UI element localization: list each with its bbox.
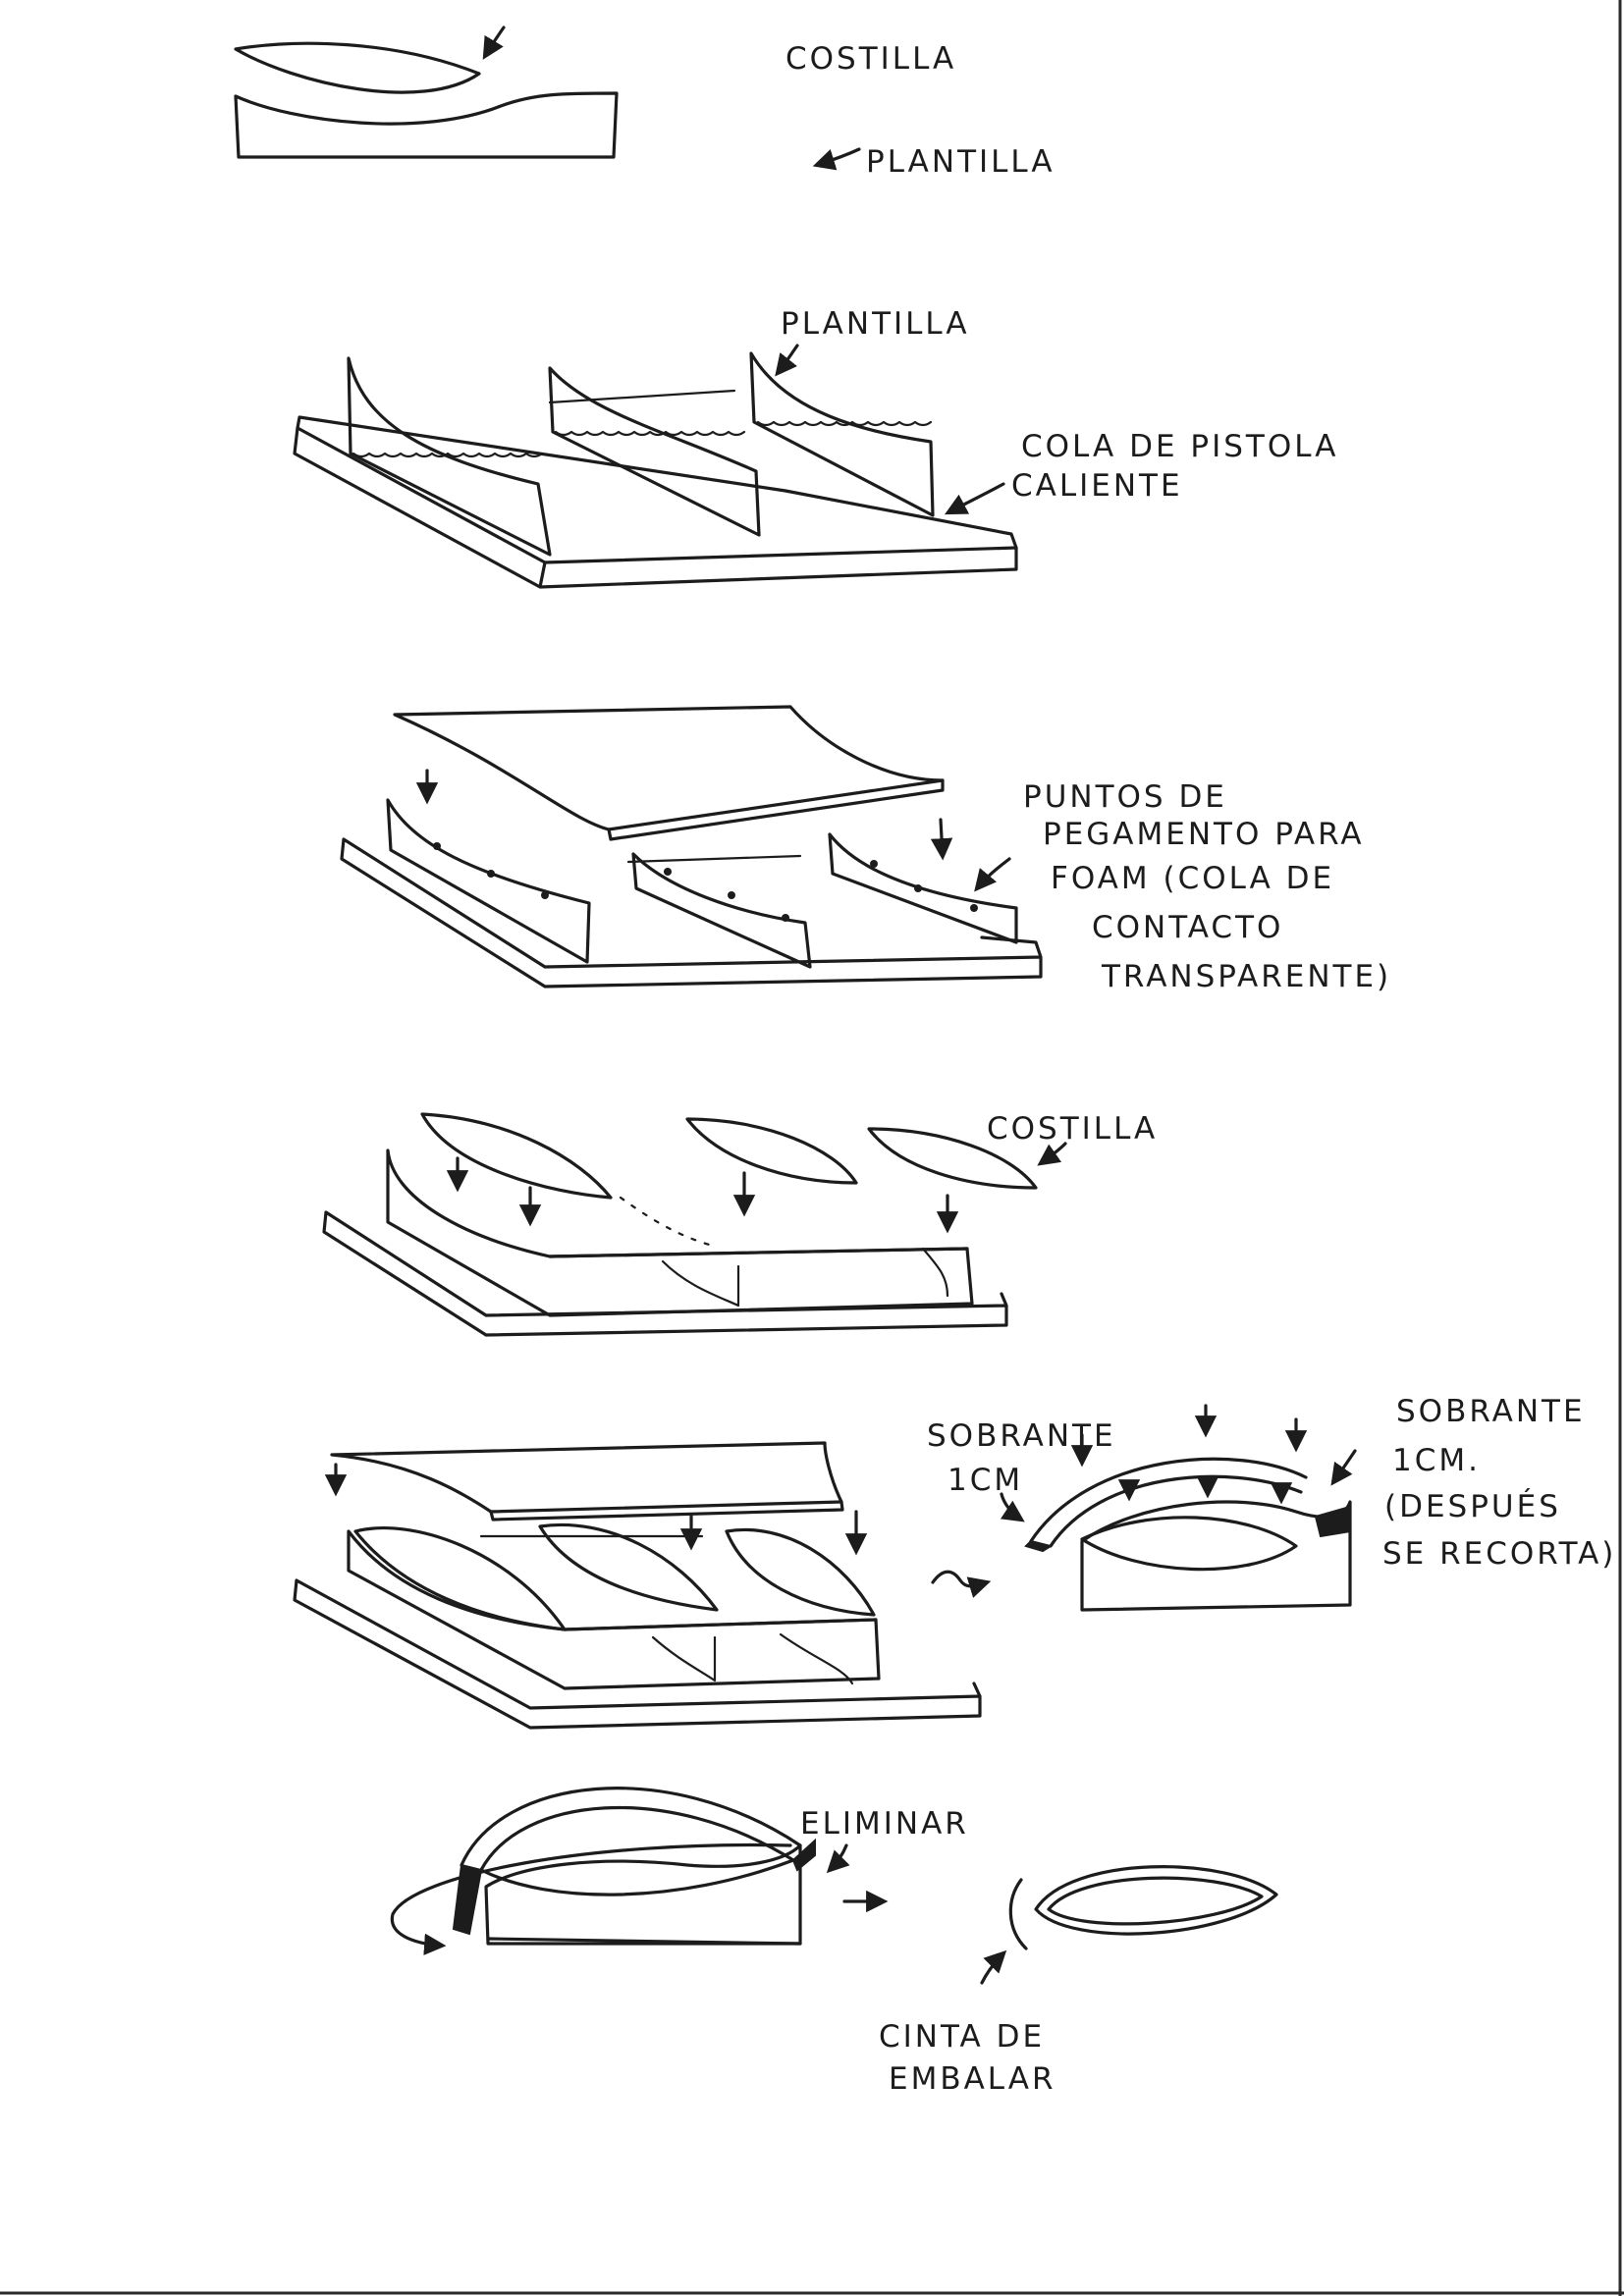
foam-sheet bbox=[393, 705, 945, 831]
base-board-3 bbox=[322, 1210, 1008, 1337]
label-eliminar: ELIMINAR bbox=[800, 1806, 969, 1842]
label-puntos-2: PEGAMENTO PARA bbox=[1043, 817, 1365, 852]
arrow-to-tape bbox=[980, 1949, 1007, 1985]
label-sobrante-right-1: SOBRANTE bbox=[1396, 1394, 1586, 1429]
step-4-ribs-placed: COSTILLA bbox=[322, 1111, 1158, 1337]
arrow-to-plantilla-2 bbox=[775, 344, 799, 377]
section-arrow-right-excess bbox=[1330, 1449, 1357, 1486]
glue-bead-middle bbox=[554, 430, 746, 437]
label-costilla: COSTILLA bbox=[785, 41, 956, 77]
label-sobrante-right-4: SE RECORTA) bbox=[1382, 1536, 1616, 1572]
label-cinta-1: CINTA DE bbox=[879, 2019, 1045, 2055]
step-3-foam-sheet: PUNTOS DE PEGAMENTO PARA FOAM (COLA DE C… bbox=[340, 705, 1391, 994]
glue-dots bbox=[433, 842, 978, 922]
rib-top-3 bbox=[725, 1528, 876, 1617]
tape-mark bbox=[1008, 1878, 1028, 1950]
label-plantilla: PLANTILLA bbox=[866, 144, 1056, 180]
template-link-2 bbox=[626, 854, 802, 864]
section-rib bbox=[1080, 1516, 1298, 1572]
inner-template-1 bbox=[661, 1259, 740, 1308]
rib-3 bbox=[867, 1127, 1038, 1190]
label-sobrante-left-1: SOBRANTE bbox=[927, 1418, 1116, 1454]
arrow-eliminar-curve bbox=[390, 1842, 792, 1955]
rib-2 bbox=[685, 1117, 858, 1185]
step-5-top-foam: SOBRANTE 1CM SOBRANTE 1CM. (DESPUÉS SE R… bbox=[293, 1394, 1616, 1730]
foam-covered-block bbox=[386, 1148, 974, 1317]
rib-shape bbox=[234, 41, 481, 94]
template-middle bbox=[548, 366, 761, 537]
label-puntos-5: TRANSPARENTE) bbox=[1101, 959, 1391, 994]
block-top-edge bbox=[563, 1618, 878, 1631]
inner-template-4 bbox=[779, 1632, 854, 1685]
final-mold-bottom bbox=[486, 1937, 802, 1946]
section-excess-left bbox=[1024, 1539, 1054, 1553]
label-sobrante-right-3: (DESPUÉS bbox=[1384, 1489, 1561, 1524]
top-foam-edge bbox=[489, 1500, 844, 1522]
inner-template-3 bbox=[651, 1635, 717, 1682]
label-puntos-1: PUNTOS DE bbox=[1023, 779, 1227, 815]
arrow-down-right bbox=[930, 818, 953, 861]
foam-sheet-edge bbox=[607, 778, 945, 841]
excess-right-strip bbox=[791, 1838, 816, 1872]
ribbed-block bbox=[347, 1529, 881, 1690]
rib-1 bbox=[420, 1112, 613, 1200]
section-arrow-left-excess bbox=[1000, 1492, 1025, 1522]
step-2-templates-on-base: PLANTILLA COLA DE PISTOLA CALIENTE bbox=[293, 306, 1338, 589]
template-left bbox=[347, 356, 552, 557]
final-rib-inner bbox=[1047, 1876, 1264, 1926]
section-excess-right bbox=[1314, 1505, 1351, 1538]
glue-bead-right bbox=[756, 420, 933, 427]
arrow-to-glue-points bbox=[974, 857, 1011, 892]
step-5-to-section-arrow bbox=[931, 1570, 992, 1598]
arrow-to-plantilla bbox=[812, 147, 861, 171]
template-right-2 bbox=[828, 832, 1018, 944]
step-6-remove-and-finish: ELIMINAR CINTA DE EMBALAR bbox=[390, 1787, 1278, 2097]
label-hot-glue-2: CALIENTE bbox=[1011, 468, 1183, 504]
label-sobrante-right-2: 1CM. bbox=[1392, 1443, 1481, 1478]
final-shell-inner bbox=[479, 1805, 795, 1872]
step-1-rib-and-template: COSTILLA PLANTILLA bbox=[234, 26, 1056, 180]
final-rib-outer bbox=[1034, 1865, 1278, 1936]
section-foam-outer bbox=[1029, 1457, 1308, 1543]
foam-top-edge bbox=[548, 1247, 969, 1258]
base-board-4 bbox=[293, 1578, 982, 1730]
base-board-2 bbox=[340, 837, 1043, 988]
label-puntos-4: CONTACTO bbox=[1092, 910, 1283, 945]
section-foam-inner bbox=[1049, 1474, 1303, 1548]
final-shell-outer bbox=[460, 1787, 802, 1867]
rib-top-1 bbox=[353, 1526, 567, 1631]
top-foam-sheet bbox=[330, 1441, 843, 1514]
arrow-to-costilla bbox=[482, 26, 506, 60]
rib-top-2 bbox=[538, 1522, 719, 1612]
dotted-guide bbox=[619, 1196, 719, 1249]
final-shell-lower bbox=[479, 1858, 795, 1896]
excess-left-strip bbox=[452, 1863, 483, 1936]
glue-bead-left bbox=[352, 452, 544, 458]
label-plantilla-2: PLANTILLA bbox=[781, 306, 970, 342]
label-hot-glue-1: COLA DE PISTOLA bbox=[1021, 429, 1338, 464]
label-costilla-2: COSTILLA bbox=[987, 1111, 1158, 1147]
template-left-2 bbox=[386, 798, 591, 964]
template-shape bbox=[234, 91, 619, 159]
arrow-to-costilla-2 bbox=[1037, 1142, 1067, 1166]
final-mold-block bbox=[484, 1843, 802, 1946]
label-cinta-2: EMBALAR bbox=[889, 2061, 1056, 2097]
template-middle-2 bbox=[631, 852, 812, 969]
label-puntos-3: FOAM (COLA DE bbox=[1051, 861, 1334, 896]
template-link-top bbox=[548, 389, 736, 404]
inner-template-2 bbox=[921, 1247, 949, 1298]
arrow-eliminar-right bbox=[826, 1843, 850, 1874]
base-board-front bbox=[293, 426, 1018, 589]
arrow-to-hot-glue bbox=[945, 482, 1005, 515]
label-sobrante-left-2: 1CM bbox=[947, 1463, 1023, 1498]
cross-section-detail: SOBRANTE 1CM SOBRANTE 1CM. (DESPUÉS SE R… bbox=[927, 1394, 1616, 1612]
